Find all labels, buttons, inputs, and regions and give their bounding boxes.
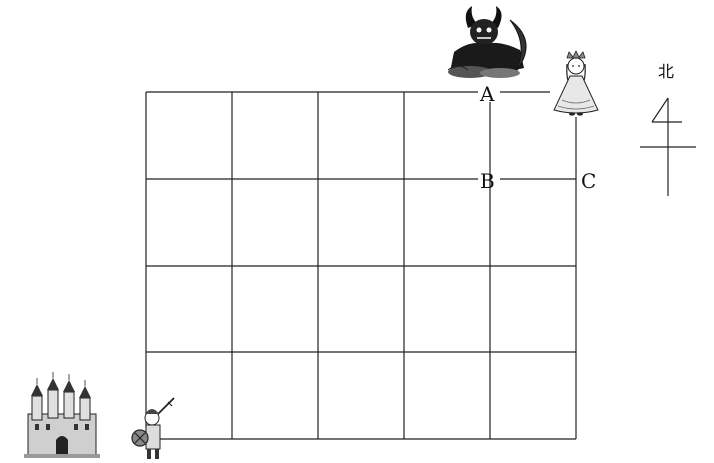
point-label-a: A xyxy=(480,84,494,104)
point-label-c: C xyxy=(581,171,596,191)
north-label: 北 xyxy=(658,64,674,80)
point-label-b: B xyxy=(480,171,495,191)
grid-horizontal-lines xyxy=(146,92,576,439)
north-arrow-icon xyxy=(640,98,696,196)
knight-icon xyxy=(132,398,174,459)
castle-icon xyxy=(24,372,100,458)
demon-monster-icon xyxy=(448,6,526,78)
princess-icon xyxy=(554,51,598,116)
